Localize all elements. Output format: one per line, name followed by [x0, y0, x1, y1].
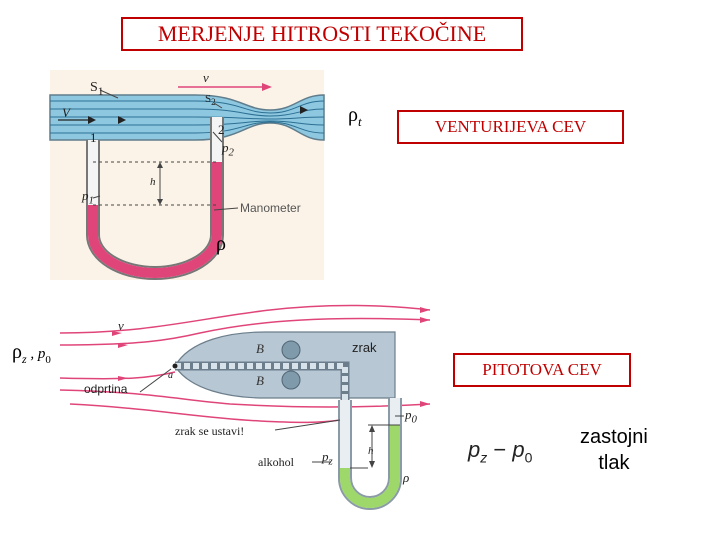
pitot-label: PITOTOVA CEV	[453, 353, 631, 387]
label-p0-pitot: p0	[405, 407, 417, 426]
hole-B-top	[281, 340, 301, 360]
label-h-venturi: h	[150, 176, 156, 188]
pitot-streamlines	[59, 304, 431, 424]
label-velocity: v	[203, 70, 209, 85]
stream-arrow-2	[300, 106, 308, 114]
label-manometer: Manometer	[240, 201, 301, 215]
alcohol-fluid	[340, 425, 400, 508]
page-title: MERJENJE HITROSTI TEKOČINE	[121, 17, 523, 51]
label-B-bottom: B	[256, 373, 264, 388]
venturi-diagram	[49, 70, 325, 280]
label-velocity-cap: V	[62, 105, 70, 120]
label-s2: S2	[205, 93, 216, 108]
manometer-fluid	[88, 162, 222, 278]
pitot-diagram	[59, 304, 431, 510]
label-rho-z-p0: ρz , p0	[12, 341, 51, 366]
label-point2: 2	[218, 122, 225, 137]
label-s1: S1	[90, 80, 104, 98]
label-rho-pitot: ρ	[403, 470, 410, 485]
label-rho-t: ρt	[348, 104, 362, 129]
formula-pz-minus-p0: pz − p0	[468, 437, 533, 466]
label-p1: p1	[82, 188, 94, 207]
label-velocity-pitot: v	[118, 318, 124, 333]
label-point1: 1	[90, 130, 97, 145]
label-p2: p2	[222, 140, 234, 159]
label-alkohol: alkohol	[258, 455, 294, 469]
label-h-pitot: h	[368, 445, 374, 457]
label-rho-manometer: ρ	[216, 233, 226, 255]
hole-B-bottom	[281, 370, 301, 390]
label-pz: pz	[322, 449, 333, 468]
label-B-top: B	[256, 341, 264, 356]
label-zrak: zrak	[352, 340, 377, 355]
venturi-label: VENTURIJEVA CEV	[397, 110, 624, 144]
stream-arrow-1	[118, 116, 126, 124]
label-odprtina: odprtina	[84, 382, 128, 396]
label-zrak-ustavi: zrak se ustavi!	[175, 424, 245, 438]
label-a: a	[168, 370, 173, 381]
